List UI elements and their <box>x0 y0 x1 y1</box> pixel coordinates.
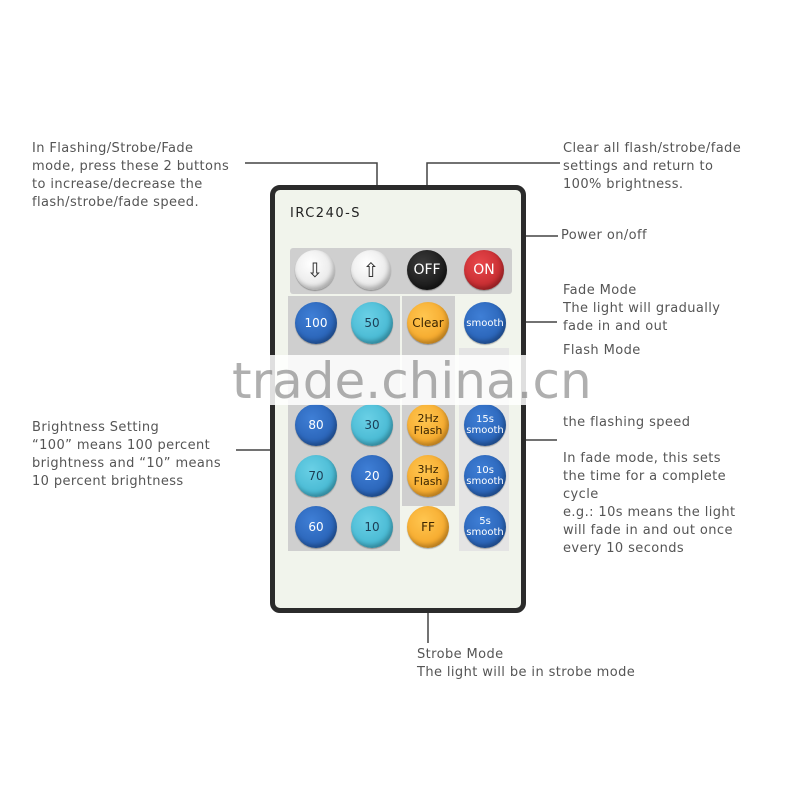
annotation-cycle: In fade mode, this sets the time for a c… <box>563 451 736 556</box>
off-button[interactable]: OFF <box>407 250 447 290</box>
smooth-5s-button[interactable]: 5s smooth <box>464 506 506 548</box>
annotation-strobe: Strobe Mode The light will be in strobe … <box>417 647 636 680</box>
flash-3hz-button[interactable]: 3Hz Flash <box>407 455 449 497</box>
smooth-button[interactable]: smooth <box>464 302 506 344</box>
brightness-30-button[interactable]: 30 <box>351 404 393 446</box>
annotation-flash-title: Flash Mode <box>563 343 641 358</box>
annotation-flash-speed: the flashing speed <box>563 415 691 430</box>
brightness-60-button[interactable]: 60 <box>295 506 337 548</box>
speed-up-button[interactable]: ⇧ <box>351 250 391 290</box>
arrow-down-icon: ⇩ <box>306 258 324 282</box>
smooth-10s-button[interactable]: 10s smooth <box>464 455 506 497</box>
model-label: IRC240-S <box>290 206 362 221</box>
annotation-fade: Fade Mode The light will gradually fade … <box>563 283 721 334</box>
brightness-100-button[interactable]: 100 <box>295 302 337 344</box>
clear-button[interactable]: Clear <box>407 302 449 344</box>
watermark-text: trade.china.cn <box>232 352 592 410</box>
strobe-ff-button[interactable]: FF <box>407 506 449 548</box>
annotation-brightness: Brightness Setting “100” means 100 perce… <box>32 420 222 489</box>
brightness-70-button[interactable]: 70 <box>295 455 337 497</box>
brightness-10-button[interactable]: 10 <box>351 506 393 548</box>
brightness-20-button[interactable]: 20 <box>351 455 393 497</box>
annotation-power: Power on/off <box>561 228 647 243</box>
smooth-15s-button[interactable]: 15s smooth <box>464 404 506 446</box>
brightness-50-button[interactable]: 50 <box>351 302 393 344</box>
on-button[interactable]: ON <box>464 250 504 290</box>
watermark-band <box>226 355 696 405</box>
arrow-up-icon: ⇧ <box>362 258 380 282</box>
flash-2hz-button[interactable]: 2Hz Flash <box>407 404 449 446</box>
speed-down-button[interactable]: ⇩ <box>295 250 335 290</box>
annotation-clear: Clear all flash/strobe/fade settings and… <box>563 141 742 192</box>
brightness-80-button[interactable]: 80 <box>295 404 337 446</box>
annotation-speed: In Flashing/Strobe/Fade mode, press thes… <box>32 141 230 210</box>
